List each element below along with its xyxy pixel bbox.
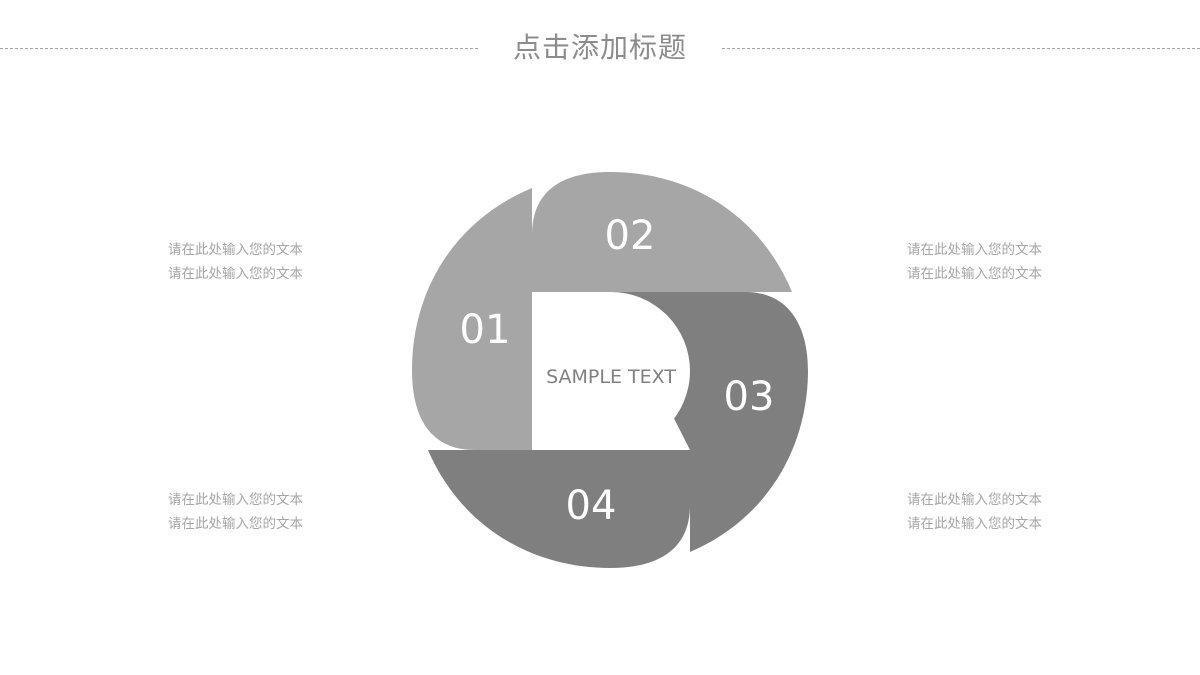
segment-02-label: 02	[605, 213, 656, 259]
text-block-top-right[interactable]: 请在此处输入您的文本 请在此处输入您的文本	[907, 238, 1042, 286]
text-line: 请在此处输入您的文本	[168, 516, 303, 532]
segment-01-label: 01	[460, 307, 511, 353]
segment-04-shape[interactable]	[428, 450, 690, 568]
text-line: 请在此处输入您的文本	[907, 492, 1042, 508]
text-block-bottom-left[interactable]: 请在此处输入您的文本 请在此处输入您的文本	[168, 488, 303, 536]
title-divider-right	[722, 48, 1200, 49]
text-block-top-left[interactable]: 请在此处输入您的文本 请在此处输入您的文本	[168, 238, 303, 286]
segment-04-label: 04	[566, 483, 617, 529]
page-title[interactable]: 点击添加标题	[512, 31, 687, 64]
text-line: 请在此处输入您的文本	[907, 516, 1042, 532]
text-line: 请在此处输入您的文本	[168, 266, 303, 282]
segment-01-shape[interactable]	[412, 188, 532, 450]
segment-03-label: 03	[724, 374, 775, 420]
title-divider-left	[0, 48, 478, 49]
center-text[interactable]: SAMPLE TEXT	[546, 366, 676, 388]
center-circle	[532, 292, 690, 450]
segment-02-shape[interactable]	[532, 172, 792, 292]
text-line: 请在此处输入您的文本	[907, 242, 1042, 258]
text-line: 请在此处输入您的文本	[907, 266, 1042, 282]
text-block-bottom-right[interactable]: 请在此处输入您的文本 请在此处输入您的文本	[907, 488, 1042, 536]
text-line: 请在此处输入您的文本	[168, 242, 303, 258]
text-line: 请在此处输入您的文本	[168, 492, 303, 508]
